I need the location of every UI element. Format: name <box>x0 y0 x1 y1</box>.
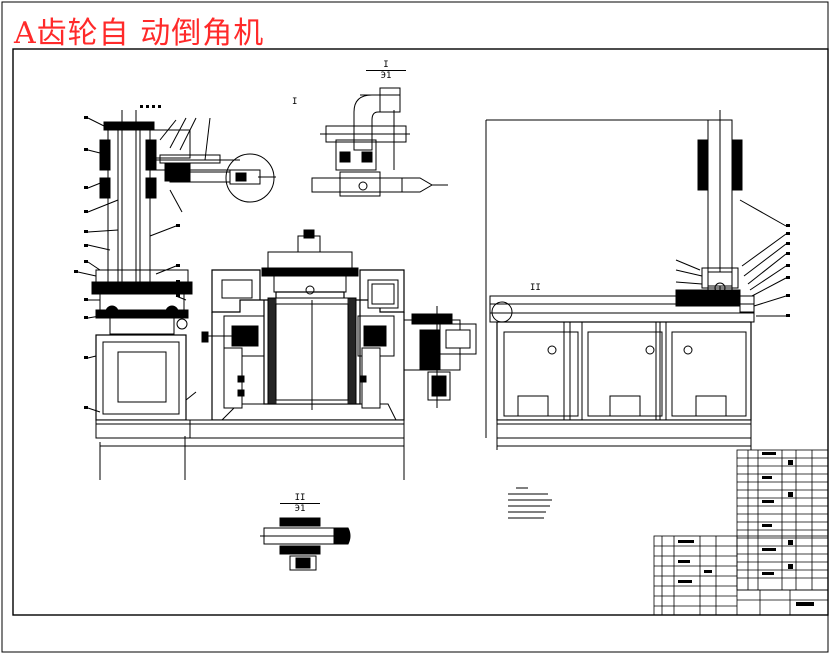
detail-I-label: I Э1 <box>366 60 406 81</box>
left-side-view <box>74 105 276 480</box>
parts-list-table <box>736 449 829 591</box>
right-front-view <box>485 110 790 450</box>
detail-II-label: II Э1 <box>280 493 320 514</box>
inner-frame <box>12 48 829 616</box>
detail-I-label-bottom: Э1 <box>366 70 406 81</box>
callout-II-marker: II <box>530 283 541 293</box>
technical-notes <box>508 487 552 519</box>
detail-II-label-top: II <box>294 493 306 503</box>
detail-I-label-top: I <box>383 60 389 70</box>
detail-II-view <box>260 517 351 571</box>
detail-I-view <box>311 87 448 197</box>
detail-II-label-bottom: Э1 <box>280 503 320 514</box>
drawing-title: A齿轮自 动倒角机 <box>14 16 265 51</box>
center-section-view <box>189 229 477 439</box>
callout-I-marker: I <box>292 97 298 107</box>
title-block <box>653 535 829 616</box>
